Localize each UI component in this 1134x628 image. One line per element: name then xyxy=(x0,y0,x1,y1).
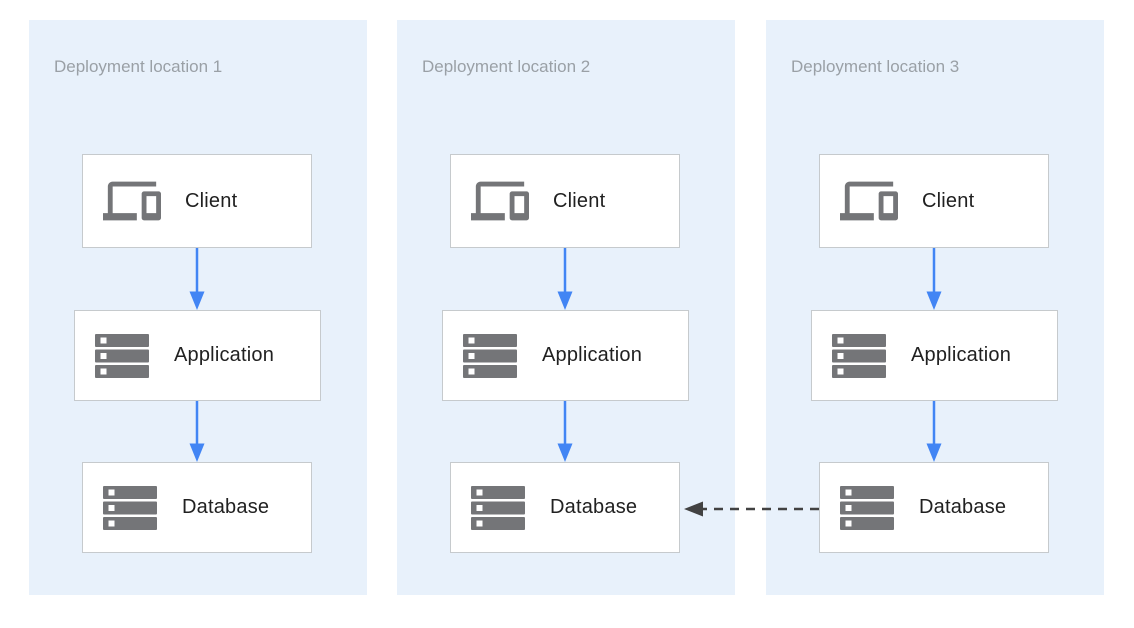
node-database: Database xyxy=(82,462,312,553)
panel-title: Deployment location 1 xyxy=(54,57,223,76)
server-stack-icon xyxy=(832,333,886,378)
node-label: Client xyxy=(553,189,606,212)
server-stack-icon xyxy=(103,485,157,530)
deployment-panel-3: Deployment location 3 Client xyxy=(766,20,1104,595)
server-stack-icon xyxy=(471,485,525,530)
node-client: Client xyxy=(819,154,1049,248)
node-label: Database xyxy=(919,496,1007,518)
deployment-panel-1: Deployment location 1 Client xyxy=(29,20,367,595)
node-label: Client xyxy=(185,189,238,212)
deployment-panel-2: Deployment location 2 Client xyxy=(397,20,735,595)
server-stack-icon xyxy=(95,333,149,378)
node-client: Client xyxy=(450,154,680,248)
devices-icon xyxy=(840,172,898,230)
server-stack-icon xyxy=(840,485,894,530)
devices-icon xyxy=(471,172,529,230)
node-database: Database xyxy=(450,462,680,553)
node-application: Application xyxy=(442,310,689,401)
node-label: Client xyxy=(922,189,975,212)
node-application: Application xyxy=(74,310,321,401)
panel-title: Deployment location 2 xyxy=(422,57,591,76)
node-database: Database xyxy=(819,462,1049,553)
node-label: Database xyxy=(550,496,638,518)
server-stack-icon xyxy=(463,333,517,378)
node-label: Database xyxy=(182,496,270,518)
node-application: Application xyxy=(811,310,1058,401)
node-label: Application xyxy=(911,344,1012,366)
node-client: Client xyxy=(82,154,312,248)
devices-icon xyxy=(103,172,161,230)
node-label: Application xyxy=(542,344,643,366)
panel-title: Deployment location 3 xyxy=(791,57,960,76)
node-label: Application xyxy=(174,344,275,366)
